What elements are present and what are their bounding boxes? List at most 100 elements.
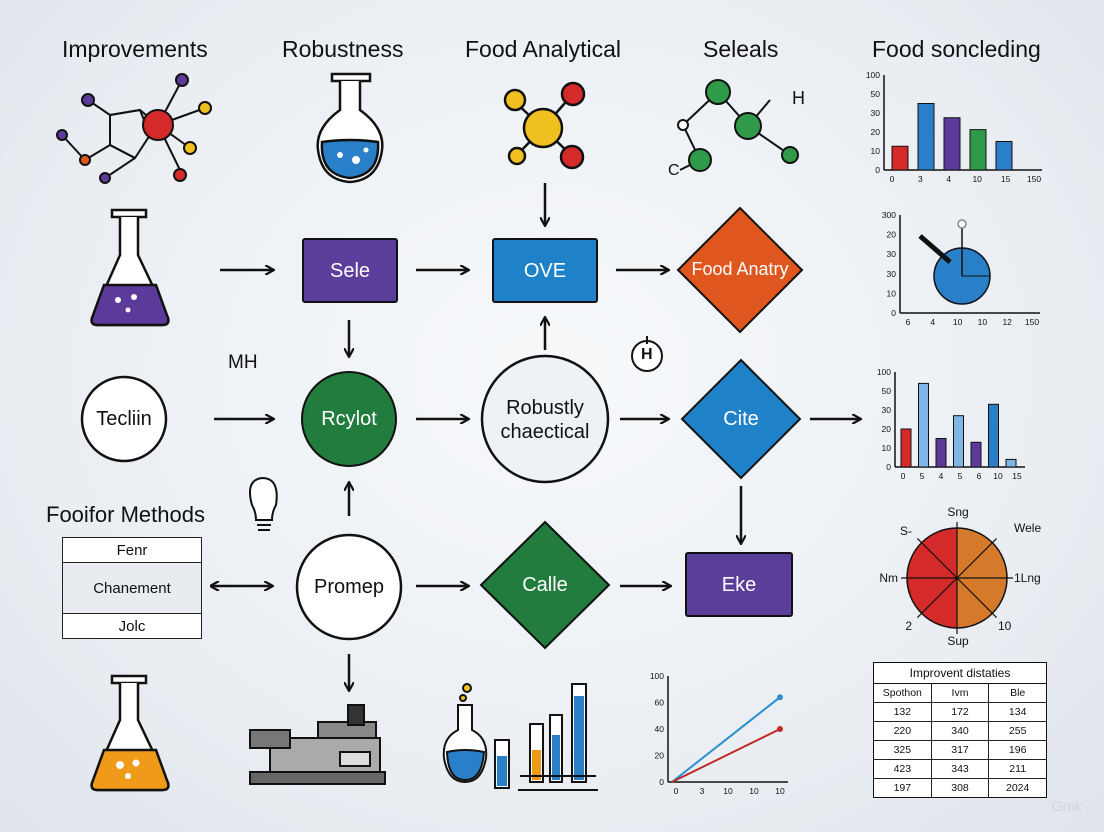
node-ove[interactable]: OVE: [523, 259, 567, 282]
stats-cell: 211: [1009, 763, 1027, 775]
x-tick-label: 0: [901, 471, 906, 481]
x-tick-label: 4: [930, 317, 935, 327]
y-tick-label: 0: [886, 462, 891, 472]
molecule-icon: [56, 73, 212, 184]
bar: [953, 415, 964, 468]
table-row: 220 340 255: [874, 722, 1046, 741]
x-tick-label: 10: [993, 471, 1003, 481]
bar: [917, 103, 935, 171]
node-food-anatry[interactable]: Food Anatry: [691, 259, 789, 280]
x-tick-label: 10: [775, 786, 785, 796]
y-tick-label: 0: [875, 165, 880, 175]
header-improvements: Improvements: [62, 36, 208, 62]
pointer: [918, 234, 952, 264]
stats-header-cell: Ivm: [932, 684, 990, 702]
stats-cell: 172: [932, 703, 990, 721]
node-eke-shape: [685, 552, 793, 617]
stats-table: Improvent distaties Spothon Ivm Ble 132 …: [873, 662, 1047, 798]
x-tick-label: 5: [958, 471, 963, 481]
node-cite[interactable]: Cite: [723, 408, 759, 430]
y-tick-label: 30: [871, 108, 881, 118]
table-row: 132 172 134: [874, 703, 1046, 722]
y-tick-label: 100: [866, 70, 880, 80]
node-sele[interactable]: Sele: [329, 259, 371, 282]
grok-watermark: Grok: [1051, 798, 1082, 814]
point: [957, 219, 967, 229]
stats-cell: 308: [932, 779, 990, 797]
stats-cell: 423: [874, 760, 932, 778]
x-tick-label: 15: [1012, 471, 1022, 481]
methods-table: Fenr Chanement Jolc: [62, 537, 202, 639]
node-calle[interactable]: Calle: [522, 574, 568, 596]
series-point: [777, 694, 783, 701]
header-seleals: Seleals: [703, 36, 779, 62]
x-tick-label: 5: [920, 471, 925, 481]
pie-label: 10: [998, 619, 1012, 633]
stats-cell: 2024: [1006, 782, 1030, 794]
bar: [918, 382, 929, 468]
node-tecliin[interactable]: Tecliin: [96, 408, 152, 430]
y-tick-label: 20: [882, 424, 892, 434]
y-tick-label: 100: [877, 367, 891, 377]
y-tick-label: 30: [882, 405, 892, 415]
stats-table-header: Spothon Ivm Ble: [874, 684, 1046, 703]
x-tick-label: 0: [890, 174, 895, 184]
stats-cell: 134: [1008, 706, 1027, 718]
bar: [935, 438, 947, 468]
methods-row-2: Jolc: [118, 617, 146, 635]
x-tick-label: 15: [1001, 174, 1011, 184]
pie-label: Wele: [1014, 521, 1041, 535]
x-tick-label: 10: [978, 317, 988, 327]
h-circle-icon: [631, 336, 663, 372]
molecule-h-label: H: [792, 88, 805, 108]
stats-cell: 197: [874, 779, 932, 797]
pie-label: Sng: [947, 505, 968, 519]
stats-table-title: Improvent distaties: [874, 663, 1046, 684]
x-tick-label: 0: [674, 786, 679, 796]
pie-label: 1Lng: [1014, 571, 1041, 585]
bar: [969, 129, 987, 171]
y-tick-label: 10: [871, 146, 881, 156]
microscope-icon: [249, 704, 386, 785]
node-promep-shape: [295, 533, 403, 641]
table-row: 325 317 196: [874, 741, 1046, 760]
node-robustly-shape: [480, 354, 610, 484]
x-tick-label: 4: [946, 174, 951, 184]
y-tick-label: 30: [887, 249, 897, 259]
mh-label: MH: [228, 352, 258, 373]
y-tick-label: 60: [655, 698, 665, 708]
stats-cell: 325: [874, 741, 932, 759]
table-row: 197 308 2024: [874, 779, 1046, 797]
bar: [970, 441, 982, 468]
header-food-soncleding: Food soncleding: [872, 36, 1041, 62]
methods-row-0: Fenr: [63, 538, 201, 563]
stats-cell: 317: [932, 741, 990, 759]
bar: [995, 141, 1013, 171]
x-tick-label: 10: [749, 786, 759, 796]
y-tick-label: 50: [882, 386, 892, 396]
methods-row-1: Chanement: [63, 563, 201, 614]
y-tick-label: 20: [871, 127, 881, 137]
node-rcylot[interactable]: Rcylot: [321, 408, 377, 430]
y-tick-label: 100: [650, 671, 664, 681]
header-robustness: Robustness: [282, 36, 404, 62]
methods-title: Fooifor Methods: [46, 502, 205, 527]
h-symbol-label: H: [641, 346, 653, 363]
x-tick-label: 10: [723, 786, 733, 796]
bar: [943, 117, 961, 171]
pie-label: Sup: [947, 634, 969, 648]
node-eke[interactable]: Eke: [721, 573, 757, 596]
node-robustly[interactable]: Robustly chaectical: [500, 397, 590, 443]
table-row: 423 343 211: [874, 760, 1046, 779]
stats-cell: 255: [1008, 725, 1027, 737]
green-molecule-icon: [677, 79, 799, 172]
node-promep[interactable]: Promep: [313, 576, 385, 598]
node-tecliin-shape: [80, 375, 168, 463]
y-tick-label: 20: [655, 751, 665, 761]
round-flask-icon: [316, 72, 384, 184]
